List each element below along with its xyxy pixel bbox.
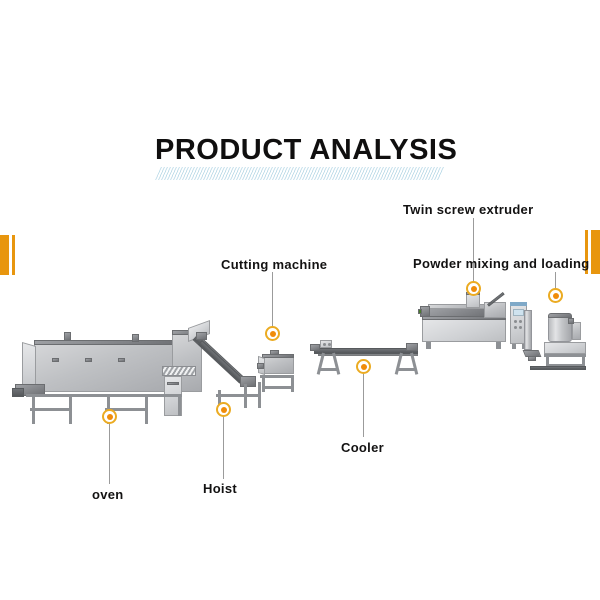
- left-orange-bar-thin: [12, 235, 15, 275]
- callout-label-hoist: Hoist: [203, 481, 237, 496]
- machine-hoist-conveyor: [192, 332, 266, 410]
- callout-marker-cutting-machine[interactable]: [265, 326, 280, 341]
- callout-label-cooler: Cooler: [341, 440, 384, 455]
- leader-line-cooler: [363, 374, 364, 437]
- leader-line-powder-mixing-and-loading: [555, 272, 556, 290]
- callout-marker-hoist[interactable]: [216, 402, 231, 417]
- leader-line-twin-screw-extruder: [473, 218, 474, 284]
- callout-label-cutting-machine: Cutting machine: [221, 257, 328, 272]
- machine-powder-mixer-unit: [522, 310, 596, 374]
- machine-cooler-conveyor: [310, 340, 420, 382]
- title-underline-stripes: [155, 167, 445, 180]
- right-orange-bar: [591, 230, 600, 274]
- callout-marker-twin-screw-extruder[interactable]: [466, 281, 481, 296]
- leader-line-cutting-machine: [272, 272, 273, 331]
- right-orange-bar-thin: [585, 230, 588, 274]
- left-orange-bar: [0, 235, 9, 275]
- callout-marker-powder-mixing-and-loading[interactable]: [548, 288, 563, 303]
- machine-extruder-unit: [418, 292, 528, 358]
- callout-marker-oven[interactable]: [102, 409, 117, 424]
- machine-cutting-unit: [256, 348, 300, 394]
- machine-oven-dryer: [12, 319, 222, 427]
- leader-line-oven: [109, 424, 110, 484]
- callout-marker-cooler[interactable]: [356, 359, 371, 374]
- callout-label-powder-mixing-and-loading: Powder mixing and loading: [413, 256, 590, 271]
- leader-line-hoist: [223, 417, 224, 479]
- callout-label-twin-screw-extruder: Twin screw extruder: [403, 202, 534, 217]
- callout-label-oven: oven: [92, 487, 124, 502]
- page-title: PRODUCT ANALYSIS: [155, 134, 458, 166]
